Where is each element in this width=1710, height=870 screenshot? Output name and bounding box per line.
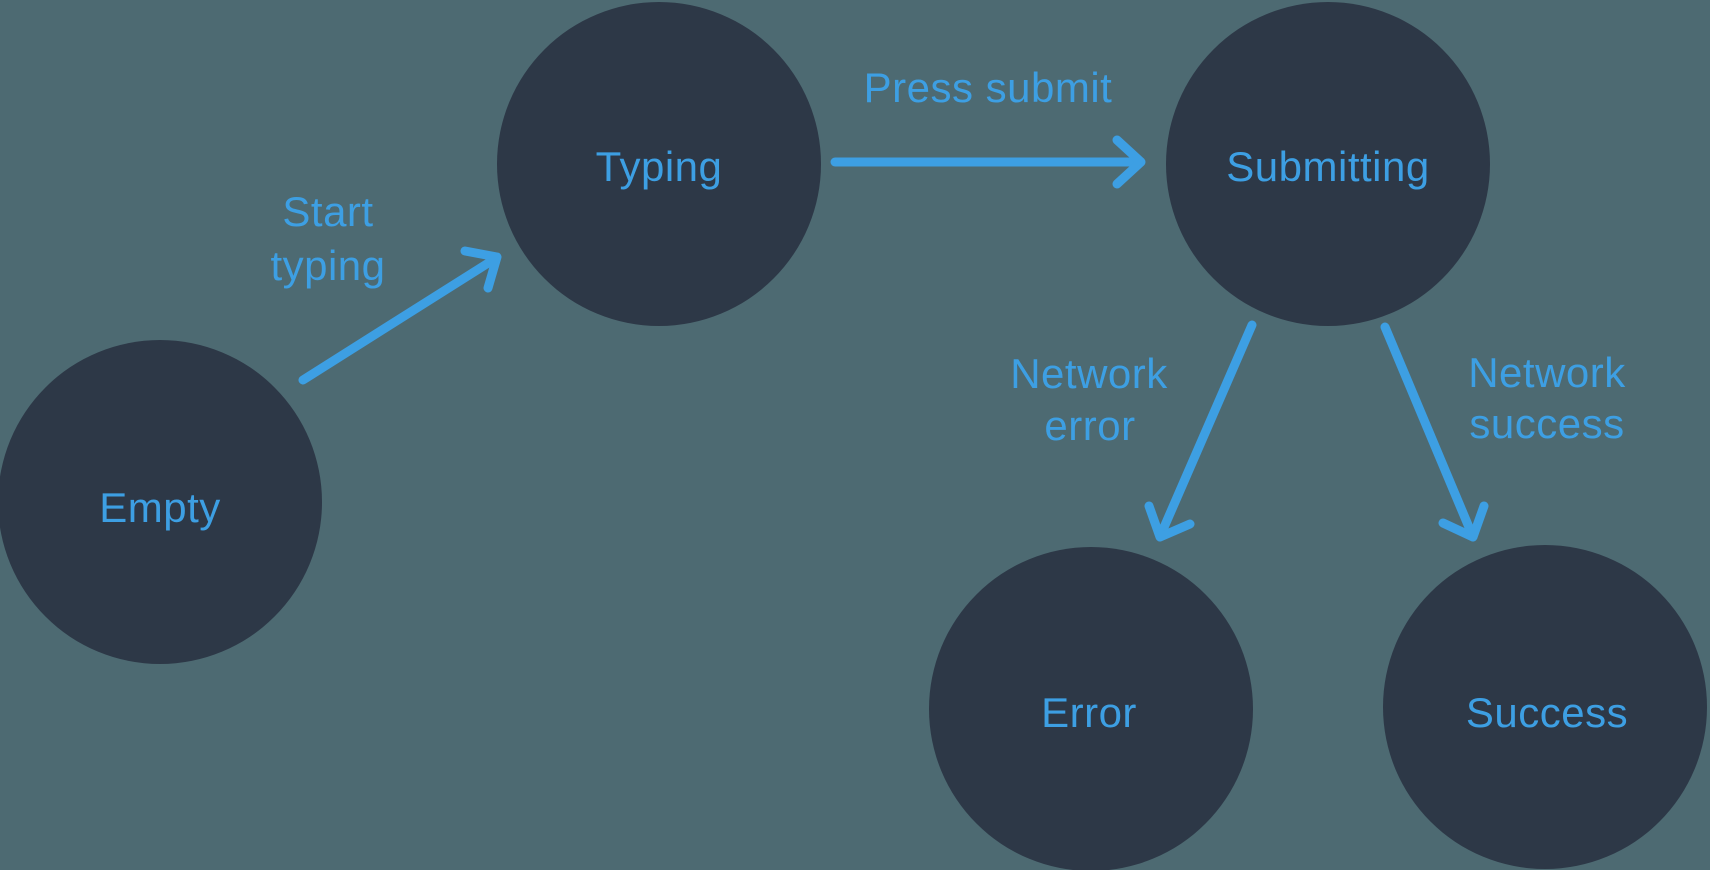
arrow-head-icon: [1144, 501, 1195, 542]
state-label-empty: Empty: [99, 484, 221, 531]
arrow-shaft: [1157, 320, 1257, 537]
arrow-head-icon: [1438, 501, 1489, 542]
transition-label-line: Start: [282, 188, 373, 235]
transition-label-line: typing: [270, 242, 385, 289]
transition-label-line: error: [1044, 402, 1135, 449]
transition-arrow-start-typing: [298, 246, 502, 385]
state-node-empty: [0, 340, 322, 664]
arrow-shaft: [1380, 322, 1476, 537]
state-node-submitting: [1166, 2, 1490, 326]
transition-arrow-network-success: [1380, 322, 1489, 542]
transition-label-line: Network: [1010, 350, 1168, 397]
transition-label-line: Press submit: [864, 64, 1113, 111]
transition-label-start-typing: Start typing: [270, 188, 385, 289]
arrow-shaft: [298, 255, 498, 385]
transition-label-line: success: [1469, 400, 1624, 447]
arrow-head-icon: [1112, 135, 1146, 189]
transition-label-network-error: Network error: [1010, 350, 1168, 449]
state-label-typing: Typing: [596, 143, 723, 190]
state-label-success: Success: [1466, 689, 1628, 736]
state-label-error: Error: [1041, 689, 1137, 736]
state-label-submitting: Submitting: [1226, 143, 1429, 190]
transition-label-line: Network: [1468, 349, 1626, 396]
arrow-head-icon: [460, 246, 502, 293]
state-node-error: [929, 547, 1253, 870]
state-node-success: [1383, 545, 1707, 869]
transition-label-press-submit: Press submit: [864, 64, 1113, 111]
state-node-typing: [497, 2, 821, 326]
transition-label-network-success: Network success: [1468, 349, 1626, 447]
transition-arrow-network-error: [1144, 320, 1257, 542]
transition-arrow-press-submit: [830, 135, 1146, 189]
